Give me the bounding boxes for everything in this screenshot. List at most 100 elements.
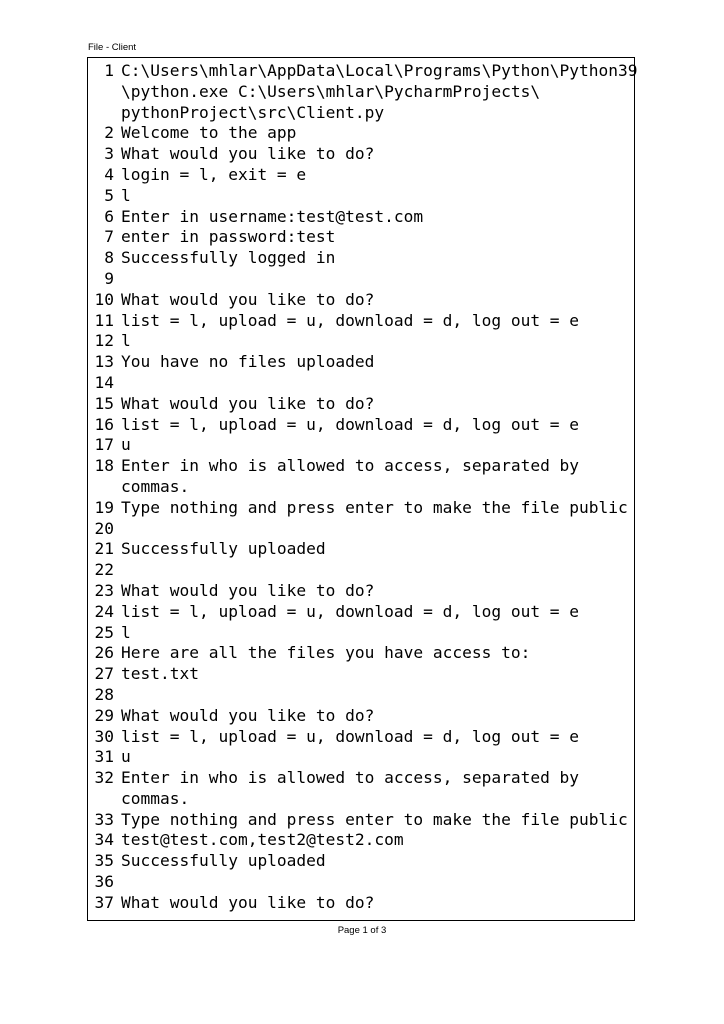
console-line: 4 login = l, exit = e [88, 165, 634, 186]
line-text: u [121, 435, 131, 455]
console-line: 15 What would you like to do? [88, 394, 634, 415]
console-line: 16 list = l, upload = u, download = d, lo… [88, 415, 634, 436]
line-text [114, 519, 634, 540]
line-text: l [121, 331, 131, 351]
page-header-title: File - Client [88, 42, 137, 53]
console-line: 20 [88, 519, 634, 540]
line-number: 25 [94, 622, 115, 642]
line-number: 28 [94, 684, 115, 704]
line-number: 1 [104, 61, 114, 80]
line-text: What would you like to do? [121, 393, 375, 413]
console-line: 6 Enter in username:test@test.com [88, 207, 634, 228]
console-line: 30 list = l, upload = u, download = d, lo… [88, 727, 634, 748]
console-line: 3 What would you like to do? [88, 144, 634, 165]
line-text: list = l, upload = u, download = d, log … [121, 414, 580, 434]
line-text: test.txt [121, 664, 199, 684]
line-text: What would you like to do? [121, 705, 375, 725]
console-line: 28 [88, 685, 634, 706]
line-text: What would you like to do? [121, 144, 375, 164]
console-line: 11 list = l, upload = u, download = d, lo… [88, 311, 634, 332]
line-text: u [121, 747, 131, 767]
console-line: 25 l [88, 623, 634, 644]
line-text: list = l, upload = u, download = d, log … [121, 310, 580, 330]
line-text [114, 560, 634, 581]
console-line: 22 [88, 560, 634, 581]
console-line: 34 test@test.com,test2@test2.com [88, 830, 634, 851]
line-text [114, 685, 634, 706]
line-number: 31 [94, 747, 115, 767]
console-line: 29 What would you like to do? [88, 706, 634, 727]
line-text [114, 872, 634, 893]
page-number-footer: Page 1 of 3 [337, 925, 387, 936]
line-text: You have no files uploaded [121, 352, 375, 372]
line-number: 13 [94, 352, 115, 372]
line-text: list = l, upload = u, download = d, log … [121, 601, 580, 621]
line-text: Enter in username:test@test.com [121, 206, 424, 226]
line-number: 18 [94, 456, 115, 476]
line-text: list = l, upload = u, download = d, log … [121, 726, 580, 746]
line-text: Enter in who is allowed to access, separ… [121, 456, 580, 496]
console-line: 21 Successfully uploaded [88, 539, 634, 560]
console-line: 9 [88, 269, 634, 290]
line-number: 12 [94, 331, 115, 351]
line-text: test@test.com,test2@test2.com [121, 830, 404, 850]
line-number: 35 [94, 851, 115, 871]
console-line: 27 test.txt [88, 664, 634, 685]
line-number: 29 [94, 705, 115, 725]
line-text: login = l, exit = e [121, 164, 307, 184]
line-text [114, 373, 634, 394]
line-number: 21 [94, 539, 115, 559]
line-number: 24 [94, 601, 115, 621]
line-text: Successfully uploaded [121, 851, 326, 871]
line-text: Enter in who is allowed to access, separ… [121, 768, 580, 808]
line-number: 10 [94, 289, 115, 309]
console-line: 31 u [88, 747, 634, 768]
line-number: 16 [94, 414, 115, 434]
console-line: 23 What would you like to do? [88, 581, 634, 602]
line-number: 33 [94, 809, 115, 829]
line-text: Here are all the files you have access t… [121, 643, 531, 663]
line-text: l [121, 185, 131, 205]
line-text: enter in password:test [121, 227, 336, 247]
line-number: 11 [94, 310, 115, 330]
console-line: 19 Type nothing and press enter to make t… [88, 498, 634, 519]
line-text: l [121, 622, 131, 642]
line-text: What would you like to do? [121, 580, 375, 600]
line-text: Type nothing and press enter to make the… [121, 497, 628, 517]
line-number: 27 [94, 664, 115, 684]
console-line: 32 Enter in who is allowed to access, sep… [88, 768, 634, 810]
console-line: 12 l [88, 331, 634, 352]
console-line: 24 list = l, upload = u, download = d, lo… [88, 602, 634, 623]
line-number: 32 [94, 768, 115, 788]
line-number: 30 [94, 726, 115, 746]
line-number: 14 [94, 372, 115, 392]
line-number: 4 [104, 164, 114, 184]
line-number: 22 [94, 560, 115, 580]
line-number: 20 [94, 518, 115, 538]
console-line: 10 What would you like to do? [88, 290, 634, 311]
line-number: 26 [94, 643, 115, 663]
line-number: 9 [104, 268, 114, 288]
line-number: 8 [104, 248, 114, 268]
console-line: 26 Here are all the files you have access… [88, 643, 634, 664]
console-line: 8 Successfully logged in [88, 248, 634, 269]
line-number: 34 [94, 830, 115, 850]
line-text: Successfully logged in [121, 248, 336, 268]
line-number: 23 [94, 580, 115, 600]
line-text: Successfully uploaded [121, 539, 326, 559]
line-text: What would you like to do? [121, 892, 375, 912]
line-number: 6 [104, 206, 114, 226]
line-number: 15 [94, 393, 115, 413]
line-text: Welcome to the app [121, 123, 297, 143]
line-text: What would you like to do? [121, 289, 375, 309]
line-number: 19 [94, 497, 115, 517]
line-number: 3 [104, 144, 114, 164]
